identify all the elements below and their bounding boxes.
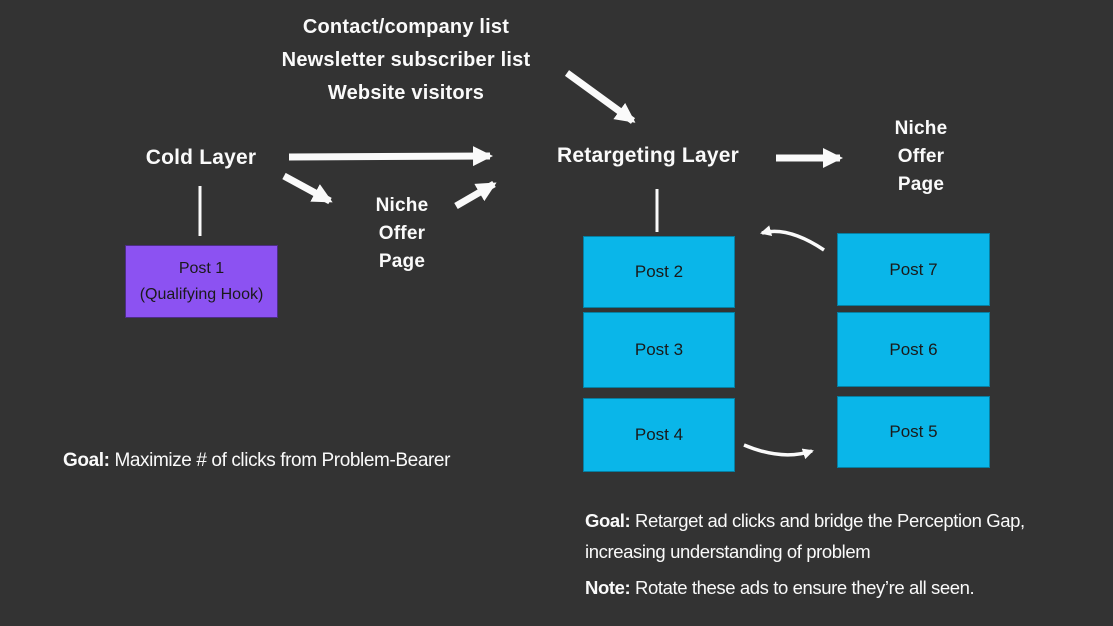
post1-box: Post 1 (Qualifying Hook) bbox=[125, 245, 278, 318]
cold-layer-label: Cold Layer bbox=[145, 146, 257, 169]
niche-offer-left-line3: Page bbox=[378, 251, 426, 272]
post1-title: Post 1 bbox=[178, 259, 225, 277]
post2-box: Post 2 bbox=[583, 236, 735, 308]
post4-label: Post 4 bbox=[634, 425, 684, 444]
niche-offer-right-line1: Niche bbox=[894, 118, 948, 139]
retargeting-goal-text: Retarget ad clicks and bridge the Percep… bbox=[585, 510, 1025, 562]
niche-offer-page-left: Niche Offer Page bbox=[342, 192, 462, 276]
post7-box: Post 7 bbox=[837, 233, 990, 306]
post4-box: Post 4 bbox=[583, 398, 735, 472]
niche-offer-right-line2: Offer bbox=[897, 146, 945, 167]
niche-offer-page-right: Niche Offer Page bbox=[861, 115, 981, 199]
source-website-visitors: Website visitors bbox=[327, 82, 485, 104]
arrow-cold-to-retargeting bbox=[288, 146, 493, 167]
retargeting-goal-label: Goal: bbox=[585, 510, 631, 531]
retargeting-layer-goal: Goal: Retarget ad clicks and bridge the … bbox=[585, 505, 1033, 567]
rotation-note-label: Note: bbox=[585, 577, 631, 598]
post5-box: Post 5 bbox=[837, 396, 990, 468]
cold-layer-goal-label: Goal: bbox=[63, 450, 110, 471]
source-newsletter-subscriber-list: Newsletter subscriber list bbox=[281, 49, 531, 71]
niche-offer-left-line1: Niche bbox=[375, 195, 429, 216]
cold-layer-goal: Goal: Maximize # of clicks from Problem-… bbox=[63, 450, 523, 472]
retargeting-layer-label: Retargeting Layer bbox=[557, 144, 739, 167]
cold-layer-goal-text: Maximize # of clicks from Problem-Bearer bbox=[109, 450, 451, 471]
post3-box: Post 3 bbox=[583, 312, 735, 388]
post5-label: Post 5 bbox=[889, 422, 938, 441]
niche-offer-left-line2: Offer bbox=[378, 223, 426, 244]
post1-subtitle: (Qualifying Hook) bbox=[139, 285, 264, 303]
post6-label: Post 6 bbox=[889, 339, 938, 359]
niche-offer-right-line3: Page bbox=[897, 174, 945, 195]
rotation-note-text: Rotate these ads to ensure they’re all s… bbox=[630, 577, 975, 598]
arrow-post4-to-post5-curved bbox=[743, 443, 814, 460]
source-contact-company-list: Contact/company list bbox=[302, 16, 510, 38]
post7-label: Post 7 bbox=[889, 259, 938, 279]
post6-box: Post 6 bbox=[837, 312, 990, 387]
post3-label: Post 3 bbox=[634, 340, 684, 359]
rotation-note: Note: Rotate these ads to ensure they’re… bbox=[585, 577, 1033, 599]
post2-label: Post 2 bbox=[634, 262, 684, 281]
arrow-cold-to-niche-offer bbox=[282, 172, 333, 205]
audience-sources-list: Contact/company list Newsletter subscrib… bbox=[206, 11, 606, 110]
arrow-post7-to-post2-curved bbox=[760, 225, 825, 252]
